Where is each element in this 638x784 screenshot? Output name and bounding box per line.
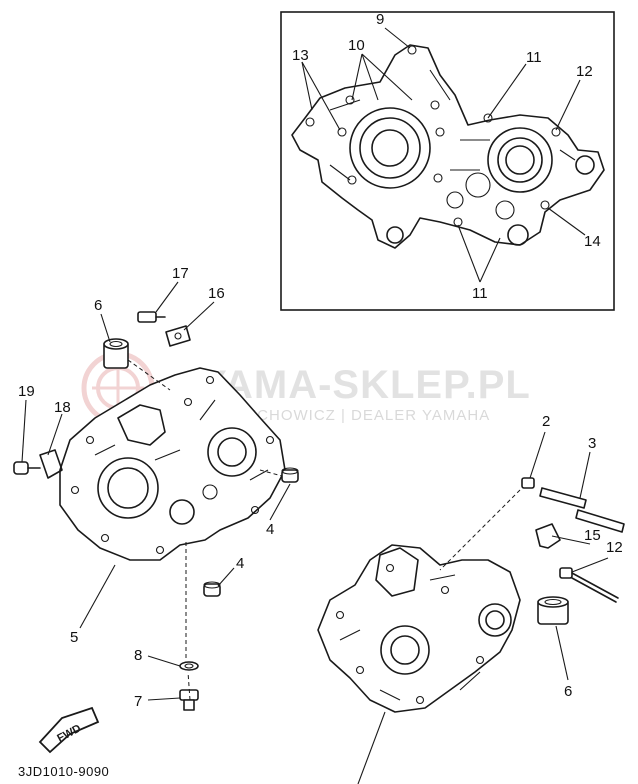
part-8-washer	[179, 661, 199, 671]
watermark-sub-text: SIECHOWICZ | DEALER YAMAHA	[230, 407, 490, 424]
callout-17: 17	[172, 265, 189, 282]
inset-callout-9: 9	[376, 11, 384, 28]
inset-callout-10: 10	[348, 37, 365, 54]
inset-callout-11-bottom: 11	[472, 285, 488, 302]
part-4-dowel-lower	[203, 581, 221, 597]
callout-3: 3	[588, 435, 596, 452]
part-6-bushing-right	[537, 596, 569, 625]
fwd-arrow-icon: FWD	[38, 706, 100, 754]
callout-4-upper: 4	[266, 521, 274, 538]
main-leaders	[21, 281, 609, 784]
callout-7: 7	[134, 693, 142, 710]
assembly-lines	[127, 359, 521, 701]
callout-4-lower: 4	[236, 555, 244, 572]
diagram-part-number: 3JD1010-9090	[18, 764, 109, 779]
part-4-dowel-upper	[281, 467, 299, 483]
part-6-bushing-left	[103, 338, 129, 369]
callout-2: 2	[542, 413, 550, 430]
right-crankcase-half	[317, 544, 521, 713]
part-3-pins	[539, 487, 625, 533]
callout-18: 18	[54, 399, 71, 416]
inset-callout-13: 13	[292, 47, 309, 64]
part-12-long-bolt	[559, 567, 619, 603]
inset-crankcase-outline	[291, 44, 605, 249]
watermark: YAMA-SKLEP.PL SIECHOWICZ | DEALER YAMAHA	[81, 351, 531, 425]
part-19-bolt	[13, 461, 41, 475]
inset-callout-12: 12	[576, 63, 593, 80]
inset-box: 9 10 13 11 12 14 11	[280, 11, 615, 311]
watermark-main-text: YAMA-SKLEP.PL	[200, 363, 531, 407]
callout-15: 15	[584, 527, 601, 544]
part-17-bolt	[137, 311, 166, 323]
part-2-bolt	[521, 477, 535, 489]
callout-6-right: 6	[564, 683, 572, 700]
callout-5: 5	[70, 629, 78, 646]
callout-6-left: 6	[94, 297, 102, 314]
inset-leaders	[301, 27, 586, 283]
callout-12-right: 12	[606, 539, 623, 556]
callout-16: 16	[208, 285, 225, 302]
inset-callout-11-top: 11	[526, 49, 542, 66]
callout-19: 19	[18, 383, 35, 400]
inset-callout-14: 14	[584, 233, 601, 250]
part-15-clip	[535, 523, 561, 549]
part-16-clip	[165, 325, 191, 347]
callout-8: 8	[134, 647, 142, 664]
left-crankcase-half	[39, 367, 286, 561]
